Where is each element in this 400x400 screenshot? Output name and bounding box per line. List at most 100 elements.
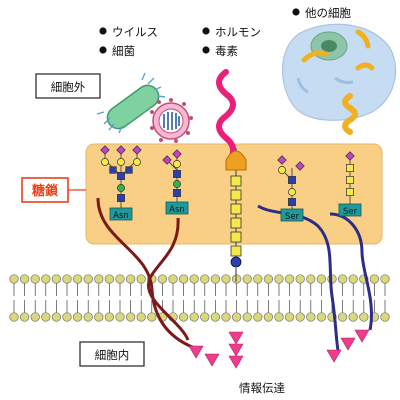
galactose-square xyxy=(346,176,354,184)
svg-text:細胞内: 細胞内 xyxy=(95,348,130,362)
lipid-head xyxy=(178,312,189,322)
mannose-circle xyxy=(117,184,125,192)
sialic-acid-diamond xyxy=(116,145,126,155)
lipid-head xyxy=(295,312,305,322)
sialic-acid-diamond xyxy=(162,155,172,165)
arrow-head xyxy=(228,331,244,345)
svg-text:細菌: 細菌 xyxy=(112,44,135,58)
glcnac-square xyxy=(173,170,181,178)
svg-text:細胞外: 細胞外 xyxy=(51,80,86,94)
bacterium xyxy=(96,72,166,134)
lipid-head xyxy=(30,274,40,284)
other-cell xyxy=(281,23,397,135)
lipid-head xyxy=(125,274,136,284)
galactose-square xyxy=(346,164,354,172)
lipid-head xyxy=(115,312,125,322)
glcnac-square xyxy=(173,189,181,197)
galactose-circle xyxy=(288,188,296,196)
galactose-circle xyxy=(278,166,286,174)
lipid-head xyxy=(359,312,369,322)
lipid-head xyxy=(94,312,104,322)
arrow-head xyxy=(204,353,220,367)
arrow-head xyxy=(354,329,370,343)
lipid-head xyxy=(51,312,62,322)
lipid-head xyxy=(210,274,221,284)
lipid-head xyxy=(231,312,242,322)
protein-chain-1 xyxy=(96,197,201,352)
lipid-head xyxy=(200,312,210,322)
lipid-head xyxy=(189,312,199,322)
lipid-head xyxy=(221,312,231,322)
svg-text:Asn: Asn xyxy=(113,211,129,221)
lipid-head xyxy=(263,312,274,322)
galactose-circle xyxy=(173,160,181,168)
legend-pathogens: ウイルス 細菌 xyxy=(99,25,158,58)
arrow-head xyxy=(188,345,204,359)
lipid-head xyxy=(274,274,284,284)
lipid-head xyxy=(62,274,72,284)
lipid-head xyxy=(104,312,115,322)
sialic-acid-diamond xyxy=(277,155,287,165)
glycolipid-receptor xyxy=(225,148,247,282)
sialic-acid-diamond xyxy=(345,151,355,161)
lipid-head xyxy=(136,312,146,322)
lipid-head xyxy=(9,312,19,322)
lipid-head xyxy=(380,312,390,322)
lipid-head xyxy=(263,274,274,284)
lipid-head xyxy=(41,312,51,322)
label-outside: 細胞外 xyxy=(35,73,101,99)
label-signal: 情報伝達 xyxy=(239,381,285,395)
arrow-head xyxy=(340,337,356,351)
lipid-head xyxy=(369,274,380,284)
virus xyxy=(150,98,193,143)
glcnac-square xyxy=(288,176,296,184)
lipid-head xyxy=(19,312,30,322)
lipid-head xyxy=(30,312,40,322)
sialic-acid-diamond xyxy=(100,145,110,155)
galactose-square xyxy=(230,203,242,215)
svg-text:Asn: Asn xyxy=(169,205,185,215)
galactose-circle xyxy=(117,158,125,166)
glcnac-square xyxy=(288,198,296,206)
protein-chain-4 xyxy=(329,212,373,331)
sialic-acid-diamond xyxy=(172,149,182,159)
sialic-acid-diamond xyxy=(295,161,305,171)
lipid-head xyxy=(337,274,348,284)
lipid-head xyxy=(147,312,157,322)
legend-other-cell: 他の細胞 xyxy=(292,6,351,20)
arrow-head xyxy=(228,355,244,369)
svg-text:糖鎖: 糖鎖 xyxy=(32,183,59,199)
hormone-toxin-molecule xyxy=(216,69,237,159)
lipid-head xyxy=(295,274,305,284)
lipid-head xyxy=(115,274,125,284)
svg-text:Ser: Ser xyxy=(285,212,300,222)
lipid-head xyxy=(72,312,83,322)
galactose-square xyxy=(230,231,242,243)
lipid-head xyxy=(168,274,178,284)
arrow-head xyxy=(228,343,244,357)
lipid-head xyxy=(274,312,284,322)
label-inside: 細胞内 xyxy=(79,341,145,367)
galactose-square xyxy=(230,245,242,257)
svg-text:他の細胞: 他の細胞 xyxy=(305,6,351,20)
residue-asn-1: Asn xyxy=(109,207,133,221)
lipid-head xyxy=(19,274,30,284)
lipid-head xyxy=(94,274,104,284)
glcnac-square xyxy=(109,166,117,174)
lipid-head xyxy=(83,274,93,284)
lipid-head xyxy=(210,312,221,322)
lipid-head xyxy=(189,274,199,284)
lipid-head xyxy=(316,274,327,284)
lipid-head xyxy=(62,312,72,322)
cell-membrane xyxy=(9,274,390,322)
lipid-head xyxy=(380,274,390,284)
lipid-head xyxy=(284,312,295,322)
galactose-square xyxy=(230,217,242,229)
lipid-head xyxy=(306,312,316,322)
residue-ser-1: Ser xyxy=(280,208,304,222)
lipid-head xyxy=(337,312,348,322)
galactose-square xyxy=(346,188,354,196)
signal-arrows xyxy=(188,329,370,369)
lipid-head xyxy=(231,274,242,284)
